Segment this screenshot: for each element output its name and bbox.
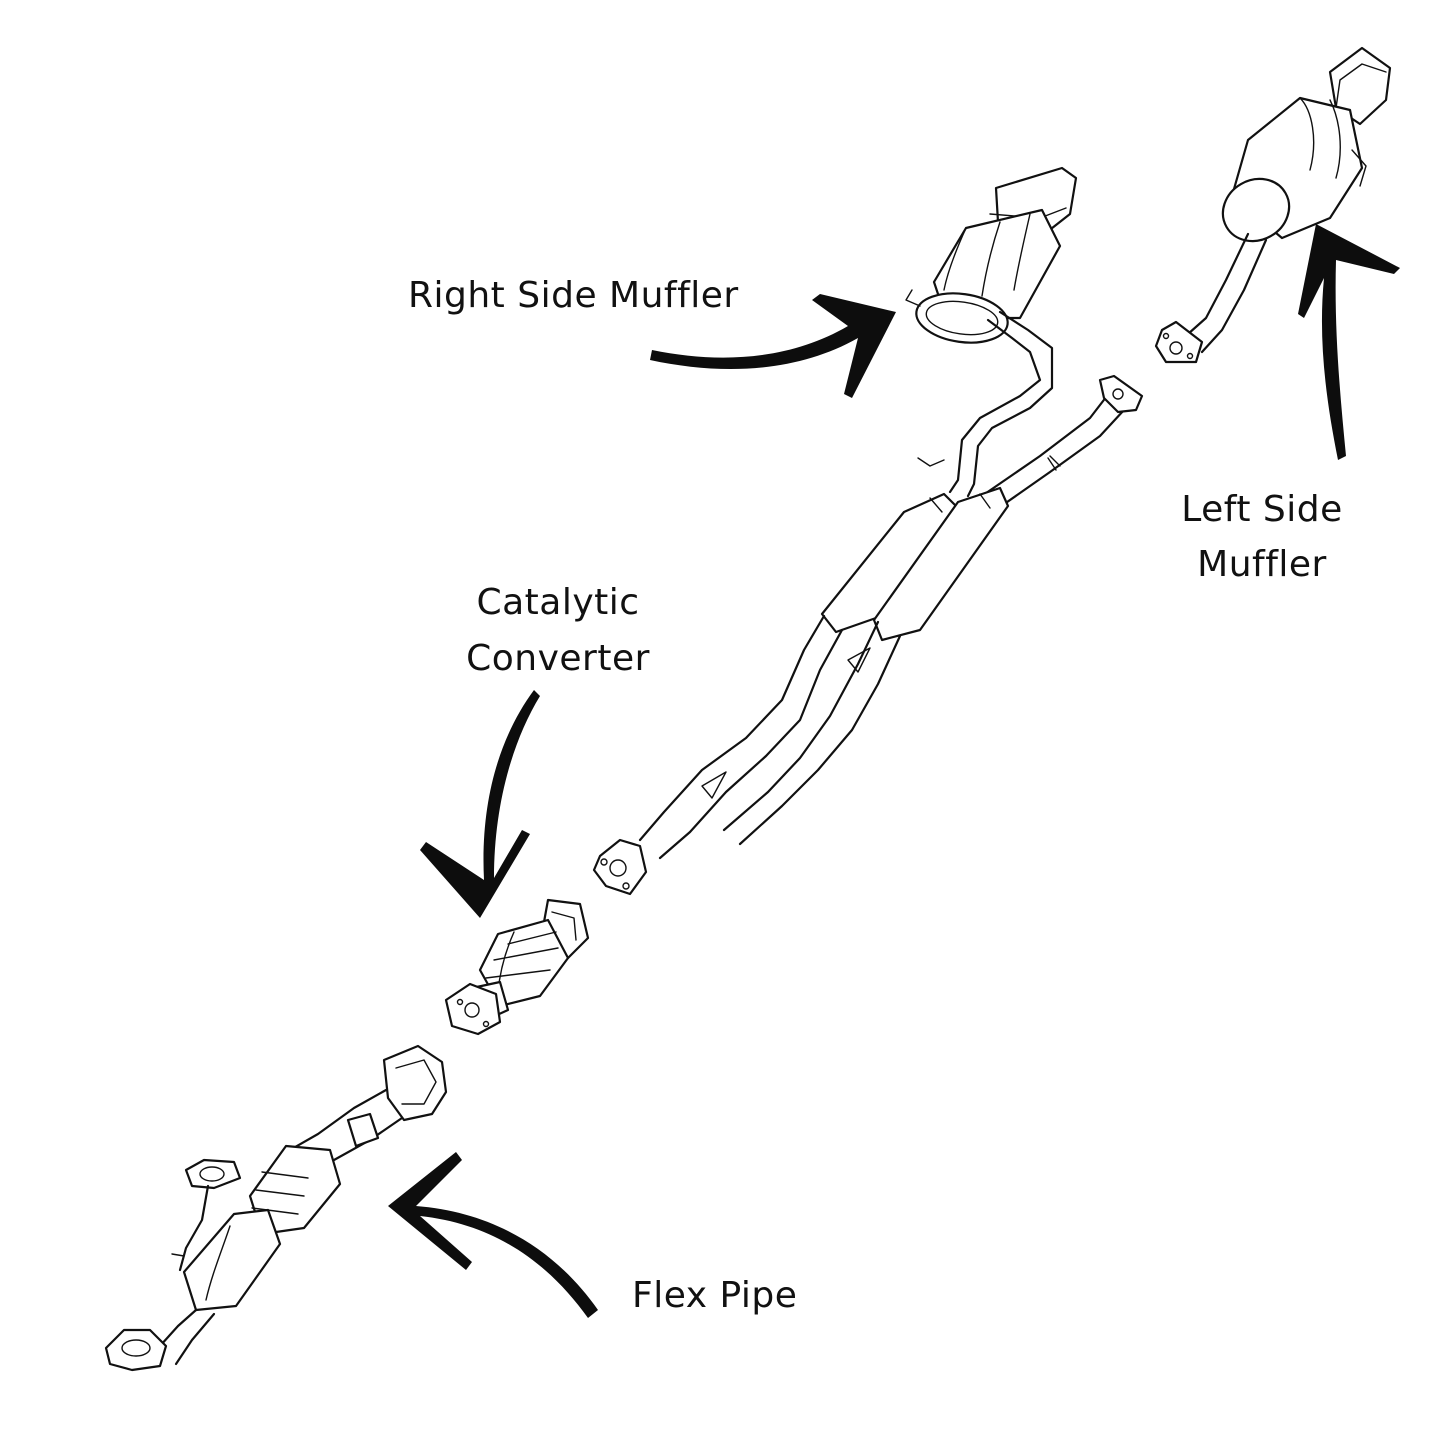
arrow-left-muffler — [1298, 224, 1400, 460]
label-flex-pipe: Flex Pipe — [632, 1275, 798, 1316]
label-right-side-muffler: Right Side Muffler — [408, 275, 739, 316]
left-side-muffler — [1154, 46, 1392, 364]
mid-pipe-assembly — [592, 374, 1144, 896]
catalytic-converter — [444, 898, 590, 1036]
right-side-muffler — [905, 166, 1078, 498]
label-catalytic-converter-line2: Converter — [466, 638, 650, 679]
label-catalytic-converter-line1: Catalytic — [476, 582, 640, 623]
label-left-side-muffler-line2: Muffler — [1197, 544, 1327, 585]
arrow-catalytic-converter — [420, 690, 540, 918]
label-left-side-muffler-line1: Left Side — [1181, 489, 1343, 530]
arrow-flex-pipe — [388, 1152, 598, 1318]
flex-pipe — [104, 1044, 448, 1372]
